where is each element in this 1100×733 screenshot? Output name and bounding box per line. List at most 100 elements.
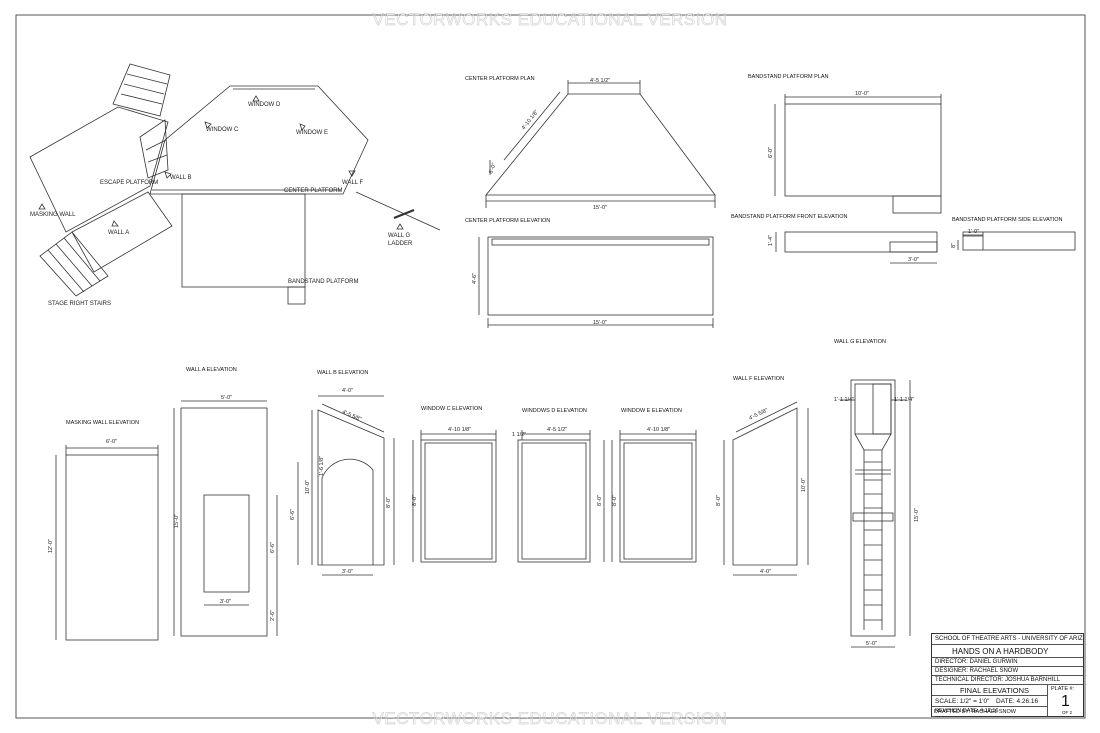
bandstand-front-elevation-title: BANDSTAND PLATFORM FRONT ELEVATION: [731, 214, 848, 220]
title-block-technical-director: TECHNICAL DIRECTOR: JOSHUA BARNHILL: [932, 676, 1083, 685]
title-block-drafted-by: DRAFTED BY: RACHAEL SNOW: [934, 709, 1017, 715]
wall-b-elevation: [297, 395, 395, 576]
label-masking-wall: MASKING WALL: [30, 212, 76, 218]
window-d-elevation-dim-frame: 1 1/2": [512, 432, 526, 438]
window-e-elevation: [611, 430, 697, 563]
wall-f-elevation-title: WALL F ELEVATION: [733, 376, 784, 382]
window-e-elevation-dim-side: 8'-0": [612, 495, 618, 506]
wall-a-elevation-dim-side: 15'-0": [174, 514, 180, 528]
plate-label: PLATE #:: [1051, 686, 1075, 692]
wall-b-elevation-dim-top: 4'-0": [342, 388, 353, 394]
title-block-scale: SCALE: 1/2" = 1'0": [935, 698, 990, 705]
window-d-elevation-dim-side: 8'-0": [597, 495, 603, 506]
wall-b-elevation-dim-left-a: 10'-0": [305, 480, 311, 494]
title-block-scale-row: SCALE: 1/2" = 1'0" DATE: 4.26.16: [932, 696, 1047, 707]
label-center-platform: CENTER PLATFORM: [284, 188, 343, 194]
label-escape-platform: ESCAPE PLATFORM: [100, 180, 158, 186]
center-platform-plan: [485, 80, 716, 208]
label-bandstand-platform: BANDSTAND PLATFORM: [288, 279, 358, 285]
title-block-school: SCHOOL OF THEATRE ARTS - UNIVERSITY OF A…: [932, 634, 1083, 645]
wall-b-elevation-dim-left-c: 6'-6": [290, 509, 296, 520]
bandstand-front-elevation: [775, 231, 938, 264]
masking-wall-elevation-dim-side: 12'-0": [48, 539, 54, 553]
wall-a-elevation-dim-sill: 2'-6": [270, 610, 276, 621]
wall-a-elevation: [173, 400, 278, 637]
bandstand-side-elevation-title: BANDSTAND PLATFORM SIDE ELEVATION: [952, 217, 1063, 223]
label-wall-g: WALL G: [388, 233, 411, 239]
center-platform-elevation: [478, 236, 714, 328]
title-block-plate: PLATE #: 1 OF 2: [1047, 685, 1083, 716]
wall-a-elevation-dim-opening-w: 3'-0": [220, 599, 231, 605]
wall-f-elevation: [723, 401, 809, 576]
plate-of: OF 2: [1062, 710, 1073, 715]
wall-f-elevation-dim-left: 8'-0": [716, 495, 722, 506]
center-platform-elevation-title: CENTER PLATFORM ELEVATION: [465, 218, 550, 224]
wall-b-elevation-dim-bottom: 3'-0": [342, 569, 353, 575]
wall-f-elevation-dim-right: 10'-0": [801, 478, 807, 492]
label-stage-right-stairs: STAGE RIGHT STAIRS: [48, 301, 111, 307]
wall-b-elevation-title: WALL B ELEVATION: [317, 370, 368, 376]
masking-wall-elevation-dim-top: 6'-0": [106, 439, 117, 445]
bandstand-side-elevation-dim-top: 1'-0": [968, 229, 979, 235]
window-c-elevation: [412, 430, 497, 563]
wall-a-elevation-dim-opening-h: 6'-6": [270, 542, 276, 553]
ground-plan: [29, 63, 441, 305]
label-wall-a: WALL A: [108, 230, 129, 236]
bandstand-front-elevation-dim-side: 1'-4": [768, 235, 774, 246]
plate-number: 1: [1061, 693, 1070, 710]
label-window-c: WINDOW C: [206, 127, 239, 133]
bandstand-platform-plan-title: BANDSTAND PLATFORM PLAN: [748, 74, 829, 80]
label-wall-b: WALL B: [170, 175, 192, 181]
center-platform-plan-dim-bottom: 15'-0": [593, 205, 607, 211]
title-block-designer: DESIGNER: RACHAEL SNOW: [932, 667, 1083, 676]
wall-f-elevation-dim-slope: 4'-5 5/8": [748, 408, 769, 422]
wall-g-elevation: [840, 379, 911, 648]
window-e-elevation-title: WINDOW E ELEVATION: [621, 408, 682, 414]
title-block-revision: REVISION DATE: 4.12.16: [935, 708, 999, 714]
center-platform-plan-dim-top: 4'-5 1/2": [590, 78, 610, 84]
wall-g-elevation-title: WALL G ELEVATION: [834, 339, 886, 345]
title-block-date: DATE: 4.26.16: [996, 698, 1039, 705]
window-c-elevation-title: WINDOW C ELEVATION: [421, 406, 482, 412]
wall-b-elevation-dim-right: 8'-0": [386, 497, 392, 508]
masking-wall-elevation-title: MASKING WALL ELEVATION: [66, 420, 139, 426]
window-c-elevation-dim-top: 4'-10 1/8": [448, 427, 471, 433]
masking-wall-elevation: [55, 445, 159, 641]
bandstand-side-elevation: [957, 231, 1076, 251]
wall-g-elevation-dim-right: 1'-1 1/4": [894, 397, 914, 403]
center-platform-elevation-dim-side: 4'-6": [472, 273, 478, 284]
wall-b-elevation-dim-left-b: 1'-6 1/8": [319, 456, 325, 476]
window-d-elevation: [517, 430, 605, 563]
center-platform-elevation-dim-bottom: 15'-0": [593, 320, 607, 326]
watermark-top: VECTORWORKS EDUCATIONAL VERSION: [373, 10, 728, 29]
center-platform-plan-dim-side: 6'-0": [488, 162, 497, 174]
window-c-elevation-dim-side: 8'-0": [412, 495, 418, 506]
title-block-director: DIRECTOR: DANIEL GURWIN: [932, 658, 1083, 667]
watermark-bottom: VECTORWORKS EDUCATIONAL VERSION: [373, 709, 728, 728]
wall-g-elevation-dim-bottom: 5'-0": [866, 641, 877, 647]
bandstand-platform-plan: [774, 94, 942, 214]
title-block: SCHOOL OF THEATRE ARTS - UNIVERSITY OF A…: [931, 633, 1084, 717]
bandstand-platform-plan-dim-top: 10'-0": [855, 91, 869, 97]
wall-g-elevation-dim-side: 15'-0": [914, 508, 920, 522]
window-d-elevation-title: WINDOWS D ELEVATION: [522, 408, 587, 414]
label-window-e: WINDOW E: [296, 130, 328, 136]
center-platform-plan-title: CENTER PLATFORM PLAN: [465, 76, 535, 82]
wall-g-elevation-dim-left: 1'-1 1/4": [834, 397, 854, 403]
label-wall-f: WALL F: [342, 180, 364, 186]
bandstand-platform-plan-dim-side: 6'-0": [768, 147, 774, 158]
label-ladder: LADDER: [388, 241, 413, 247]
title-block-show: HANDS ON A HARDBODY: [932, 645, 1083, 658]
title-block-sheet-title: FINAL ELEVATIONS: [932, 685, 1047, 696]
wall-b-elevation-dim-slope: 4'-5 5/8": [341, 409, 362, 422]
window-e-elevation-dim-top: 4'-10 1/8": [647, 427, 670, 433]
sheet-border: [15, 14, 1086, 719]
bandstand-side-elevation-dim-side: 8": [951, 243, 957, 248]
wall-a-elevation-title: WALL A ELEVATION: [186, 367, 237, 373]
wall-a-elevation-dim-top: 5'-0": [221, 395, 232, 401]
label-window-d: WINDOW D: [248, 102, 281, 108]
window-d-elevation-dim-top: 4'-5 1/2": [547, 427, 567, 433]
wall-f-elevation-dim-bottom: 4'-0": [760, 569, 771, 575]
bandstand-front-elevation-dim-bottom: 3'-0": [908, 257, 919, 263]
